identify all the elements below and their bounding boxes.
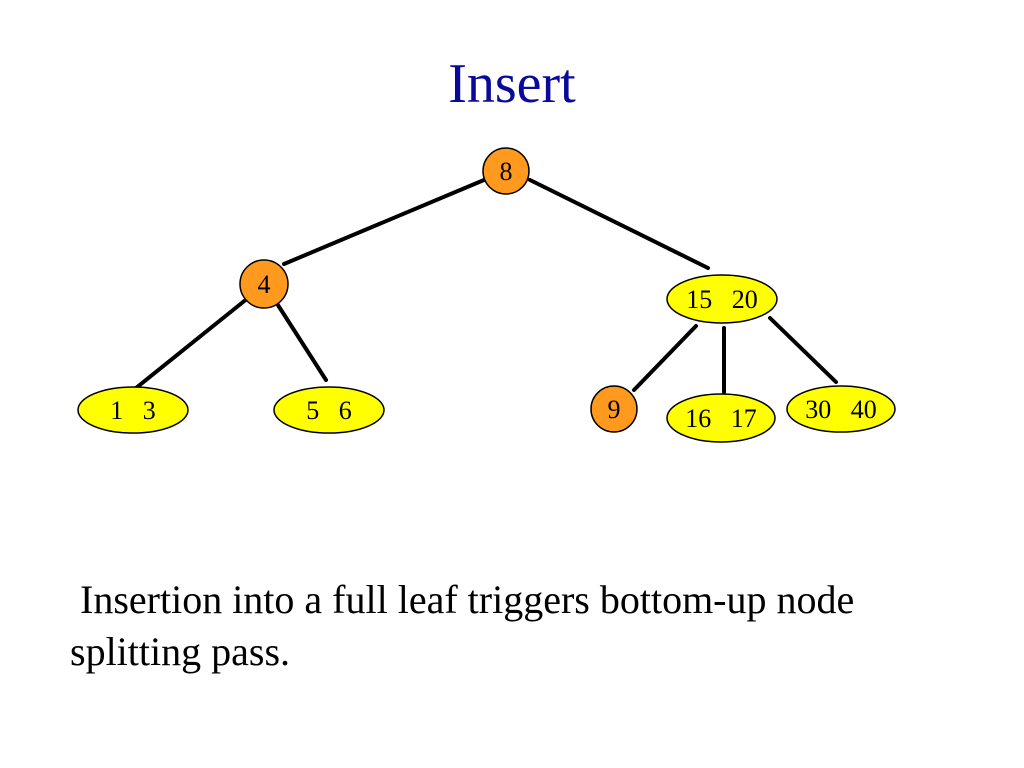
slide-caption: Insertion into a full leaf triggers bott…	[70, 577, 865, 674]
node-label: 4	[258, 270, 271, 299]
slide-title: Insert	[448, 53, 576, 115]
edge-root-right	[528, 178, 710, 270]
node-label: 30 40	[805, 395, 877, 424]
node-label: 16 17	[685, 404, 757, 433]
tree-node-leaf-9: 9	[590, 385, 638, 433]
node-label: 8	[500, 157, 513, 186]
node-label: 5 6	[306, 396, 352, 425]
edge-left-leaf-1-3	[134, 296, 250, 390]
node-label: 1 3	[110, 396, 156, 425]
node-label: 15 20	[686, 285, 758, 314]
edge-right-leaf-9	[632, 324, 698, 392]
tree-node-left-child: 4	[239, 259, 289, 309]
tree-edges	[134, 178, 838, 394]
tree-node-root: 8	[482, 147, 530, 195]
edge-right-leaf-30-40	[768, 316, 838, 384]
tree-node-leaf-5-6: 5 6	[273, 386, 385, 434]
tree-node-leaf-16-17: 16 17	[666, 393, 776, 443]
node-label: 9	[608, 395, 621, 424]
tree-node-leaf-30-40: 30 40	[786, 385, 896, 433]
tree-node-leaf-1-3: 1 3	[77, 386, 189, 434]
edge-left-leaf-5-6	[274, 300, 328, 382]
edge-root-left	[282, 178, 486, 266]
tree-node-right-child: 15 20	[666, 274, 778, 324]
